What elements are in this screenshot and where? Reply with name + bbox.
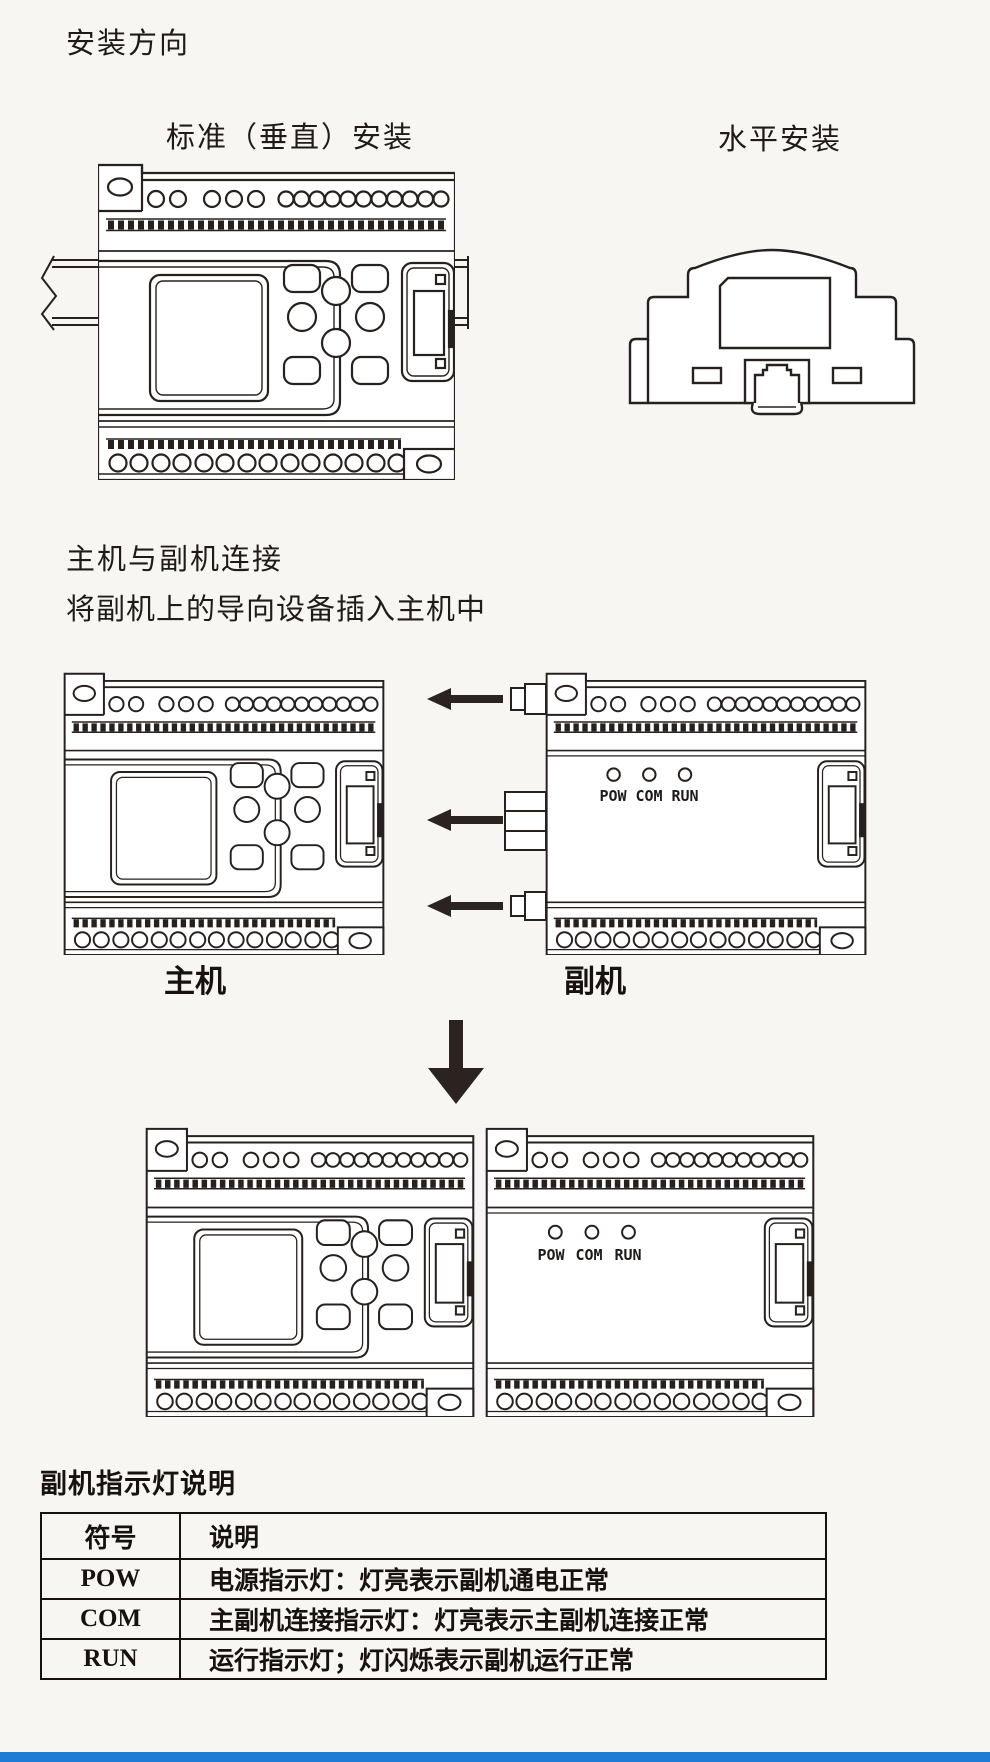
main-unit-label: 主机 <box>164 964 226 999</box>
connection-instruction: 将副机上的导向设备插入主机中 <box>66 594 487 626</box>
horizontal-install-figure <box>628 248 916 416</box>
table-row: COM 主副机连接指示灯：灯亮表示主副机连接正常 <box>40 1598 827 1640</box>
column-header-symbol: 符号 <box>40 1512 181 1560</box>
description-cell: 主副机连接指示灯：灯亮表示主副机连接正常 <box>179 1598 827 1640</box>
horizontal-install-caption: 水平安装 <box>717 124 842 156</box>
description-cell: 电源指示灯：灯亮表示副机通电正常 <box>179 1558 827 1600</box>
combined-figure: POW COM RUN <box>115 1122 875 1422</box>
connection-heading: 主机与副机连接 <box>66 544 284 576</box>
main-unit-drawing <box>98 165 455 480</box>
page-title: 安装方向 <box>66 28 191 60</box>
main-unit-drawing <box>65 674 384 955</box>
column-header-description: 说明 <box>179 1512 827 1560</box>
table-row: POW 电源指示灯：灯亮表示副机通电正常 <box>40 1558 827 1600</box>
led-label-pow: POW <box>599 787 627 805</box>
indicator-table: 符号 说明 POW 电源指示灯：灯亮表示副机通电正常 COM 主副机连接指示灯：… <box>40 1512 827 1680</box>
symbol-cell: RUN <box>40 1638 181 1680</box>
led-label-com: COM <box>575 1246 602 1264</box>
down-arrow-icon <box>428 1020 484 1104</box>
connection-figure: POW COM RUN <box>55 660 935 960</box>
sub-unit-drawing <box>547 674 866 955</box>
footer-accent-bar <box>0 1752 990 1762</box>
led-label-run: RUN <box>671 787 698 805</box>
led-label-pow: POW <box>537 1246 565 1264</box>
vertical-install-figure <box>40 150 469 495</box>
guide-connectors <box>504 683 547 921</box>
main-unit-drawing <box>147 1129 474 1417</box>
symbol-cell: POW <box>40 1558 181 1600</box>
sub-unit-label: 副机 <box>564 964 626 999</box>
led-label-run: RUN <box>614 1246 641 1264</box>
indicator-table-heading: 副机指示灯说明 <box>40 1469 236 1499</box>
led-label-com: COM <box>635 787 662 805</box>
table-header-row: 符号 说明 <box>40 1512 827 1560</box>
insert-arrow <box>427 688 503 917</box>
vertical-install-caption: 标准（垂直）安装 <box>165 122 414 154</box>
table-row: RUN 运行指示灯；灯闪烁表示副机运行正常 <box>40 1638 827 1680</box>
description-cell: 运行指示灯；灯闪烁表示副机运行正常 <box>179 1638 827 1680</box>
sub-unit-drawing <box>487 1129 814 1417</box>
symbol-cell: COM <box>40 1598 181 1640</box>
